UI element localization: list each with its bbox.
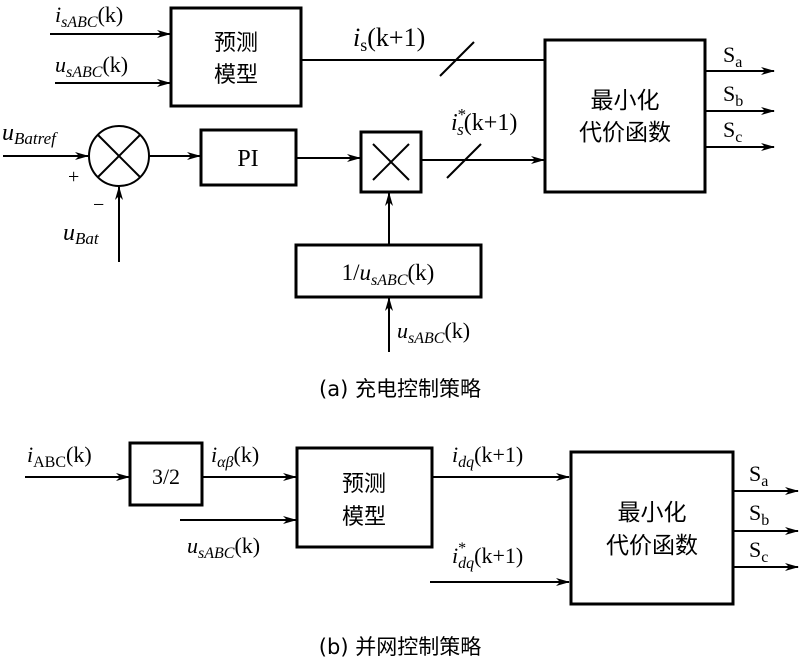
symbol: u: [187, 533, 198, 558]
symbol: u: [63, 220, 75, 246]
label-output-b-sc: Sc: [749, 537, 768, 566]
bus-slash-is-predicted: [439, 41, 475, 77]
argument: (k+1): [474, 543, 523, 568]
superscript: *: [458, 540, 466, 557]
svg-text:i*s(k+1): i*s(k+1): [451, 105, 517, 139]
subscript: sABC: [408, 330, 445, 347]
label-u-batref: uBatref: [2, 120, 58, 148]
argument: (k): [66, 442, 92, 467]
label-is-reference: i*s(k+1): [451, 105, 517, 139]
symbol: i: [27, 442, 33, 467]
predict-model-block: [169, 6, 303, 108]
symbol: u: [55, 52, 66, 77]
subscript: Batref: [14, 129, 58, 148]
predict-model-b-label-line1: 预测: [342, 472, 386, 497]
inverse-voltage-label: 1/usABC(k): [342, 260, 435, 289]
argument: (k): [102, 52, 128, 77]
argument: (k+1): [474, 442, 523, 467]
symbol: i: [55, 2, 61, 27]
argument: (k): [444, 318, 470, 343]
inverse-voltage-block: [294, 243, 483, 299]
diagram-b: iABC(k) 3/2 iαβ(k) usABC(k) 预测 模型: [25, 441, 799, 659]
cost-function-b-label-line2: 代价函数: [606, 533, 698, 559]
label-idq-predicted: idq(k+1): [452, 442, 523, 471]
label-u-sabc-input: usABC(k): [55, 52, 128, 81]
argument: (k): [98, 2, 124, 27]
subscript: αβ: [217, 454, 233, 471]
plus-sign: +: [68, 166, 79, 188]
bus-slash-is-reference: [446, 143, 482, 179]
transform-label: 3/2: [152, 464, 180, 489]
svg-text:uBat: uBat: [63, 220, 100, 248]
cost-function-label-line2: 代价函数: [579, 120, 671, 146]
caption-b: (b) 并网控制策略: [319, 635, 481, 659]
cost-function-label-line1: 最小化: [591, 88, 660, 114]
label-u-sabc-input-b: usABC(k): [187, 533, 260, 562]
symbol: u: [397, 318, 408, 343]
symbol: i: [451, 110, 458, 136]
svg-text:usABC(k): usABC(k): [187, 533, 260, 562]
label-u-sabc-bottom: usABC(k): [397, 318, 470, 347]
label-is-predicted: is(k+1): [353, 23, 425, 55]
label-output-sc: Sc: [723, 117, 742, 146]
cost-function-b-label-line1: 最小化: [618, 500, 687, 526]
subscript: dq: [458, 555, 474, 572]
cost-function-block: [543, 38, 707, 194]
pi-block: [199, 128, 298, 187]
svg-text:usABC(k): usABC(k): [397, 318, 470, 347]
symbol: i: [211, 442, 217, 467]
label-output-sa: Sa: [723, 42, 742, 71]
subscript: sABC: [198, 545, 235, 562]
label-u-bat: uBat: [63, 220, 100, 248]
predict-model-label-line2: 模型: [214, 63, 258, 88]
subscript: s: [360, 35, 367, 55]
superscript: *: [458, 105, 467, 124]
svg-text:usABC(k): usABC(k): [55, 52, 128, 81]
symbol: i: [452, 543, 458, 568]
predict-model-block-b: [295, 446, 434, 549]
caption-a: (a) 充电控制策略: [319, 377, 481, 401]
label-output-b-sb: Sb: [749, 500, 769, 529]
svg-text:idq(k+1): idq(k+1): [452, 442, 523, 471]
predict-model-b-label-line2: 模型: [342, 505, 386, 530]
subscript: s: [457, 120, 464, 139]
symbol: u: [2, 120, 14, 146]
argument: (k): [234, 442, 260, 467]
svg-text:is(k+1): is(k+1): [353, 23, 425, 55]
svg-text:iαβ(k): iαβ(k): [211, 442, 259, 471]
label-i-sabc-input: isABC(k): [55, 2, 123, 31]
svg-text:isABC(k): isABC(k): [55, 2, 123, 31]
minus-sign: −: [93, 194, 104, 216]
label-i-abc-input: iABC(k): [27, 442, 92, 471]
predict-model-label-line1: 预测: [214, 31, 258, 56]
diagram-a: isABC(k) usABC(k) 预测 模型 is(k+1): [2, 2, 775, 401]
pi-label: PI: [237, 146, 258, 172]
subscript: sABC: [61, 14, 98, 31]
multiplier-block: [359, 130, 423, 194]
label-idq-reference: i*dq(k+1): [452, 540, 523, 572]
subscript: sABC: [66, 64, 103, 81]
summing-junction: [88, 125, 150, 187]
label-output-b-sa: Sa: [749, 461, 768, 490]
argument: (k): [234, 533, 260, 558]
subscript: Bat: [75, 229, 100, 248]
argument: (k+1): [367, 23, 425, 52]
svg-text:uBatref: uBatref: [2, 120, 58, 148]
symbol: i: [353, 23, 360, 52]
label-i-alphabeta: iαβ(k): [211, 442, 259, 471]
symbol: i: [452, 442, 458, 467]
transform-block: [128, 441, 204, 507]
svg-text:iABC(k): iABC(k): [27, 442, 92, 471]
subscript: dq: [458, 454, 474, 471]
subscript: ABC: [33, 454, 66, 471]
cost-function-block-b: [569, 450, 735, 606]
svg-text:i*dq(k+1): i*dq(k+1): [452, 540, 523, 572]
argument: (k+1): [464, 110, 518, 136]
label-output-sb: Sb: [723, 81, 743, 110]
